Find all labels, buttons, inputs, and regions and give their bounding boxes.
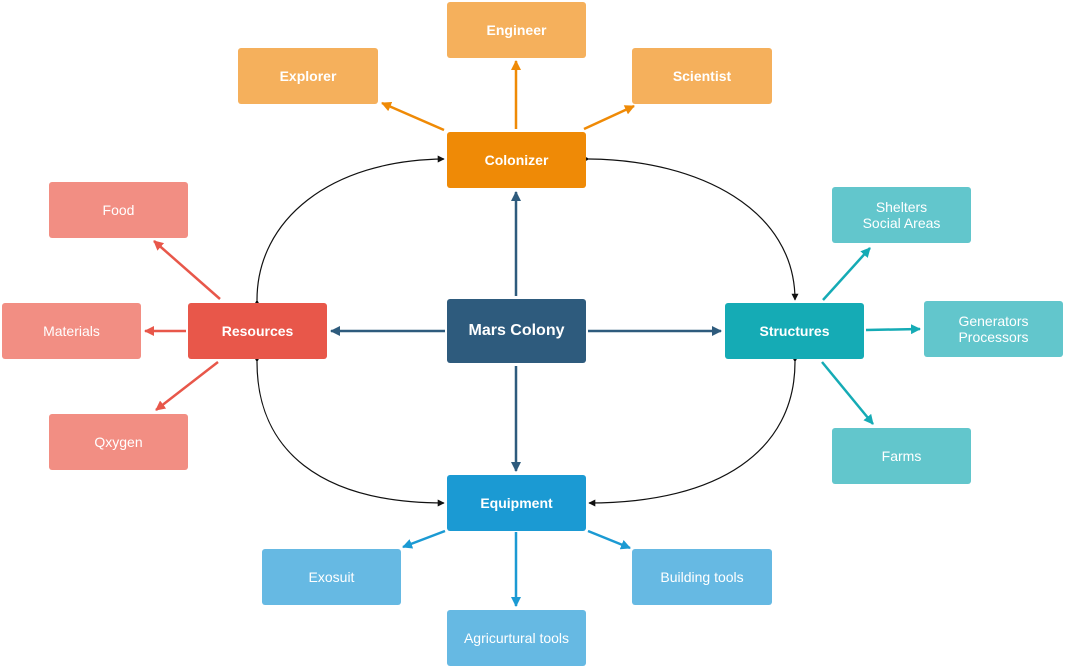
node-structures[interactable]: Structures	[725, 303, 864, 359]
arrow-structures-to-generators	[865, 324, 921, 335]
node-explorer[interactable]: Explorer	[238, 48, 378, 104]
arrow-equipment-to-exosuit	[402, 529, 446, 549]
node-building-tools[interactable]: Building tools	[632, 549, 772, 605]
arrow-structures-to-farms	[821, 361, 874, 425]
arrow-equipment-to-building-tools	[587, 529, 631, 550]
node-agricultural-tools[interactable]: Agricurtural tools	[447, 610, 586, 666]
node-engineer[interactable]: Engineer	[447, 2, 586, 58]
curve-resources-colonizer	[253, 155, 445, 307]
arrow-colonizer-to-explorer	[381, 101, 445, 132]
arrow-colonizer-to-scientist	[583, 104, 635, 131]
node-mars-colony[interactable]: Mars Colony	[447, 299, 586, 363]
curve-structures-equipment	[588, 355, 799, 507]
node-farms[interactable]: Farms	[832, 428, 971, 484]
arrow-resources-to-food	[153, 240, 221, 300]
node-shelters-social-areas[interactable]: Shelters Social Areas	[832, 187, 971, 243]
curve-colonizer-structures	[582, 155, 799, 301]
node-materials[interactable]: Materials	[2, 303, 141, 359]
arrow-resources-to-oxygen	[155, 361, 219, 411]
node-scientist[interactable]: Scientist	[632, 48, 772, 104]
node-generators-processors[interactable]: Generators Processors	[924, 301, 1063, 357]
node-food[interactable]: Food	[49, 182, 188, 238]
node-equipment[interactable]: Equipment	[447, 475, 586, 531]
node-resources[interactable]: Resources	[188, 303, 327, 359]
node-colonizer[interactable]: Colonizer	[447, 132, 586, 188]
node-exosuit[interactable]: Exosuit	[262, 549, 401, 605]
arrow-structures-to-shelters	[822, 247, 871, 301]
curve-resources-equipment	[253, 355, 445, 507]
node-oxygen[interactable]: Qxygen	[49, 414, 188, 470]
